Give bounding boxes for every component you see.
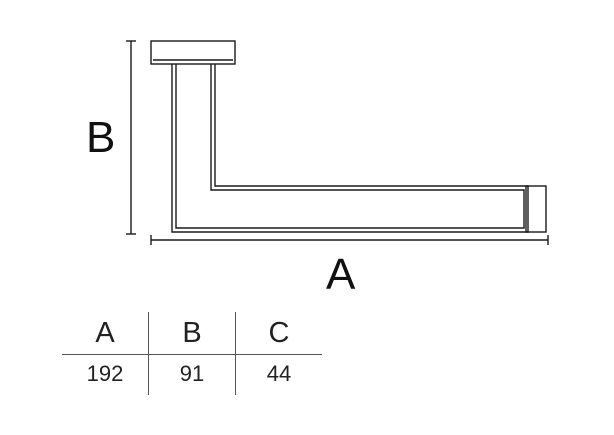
dimensions-table: A B C 192 91 44 (62, 312, 322, 395)
dimension-label-b: B (86, 113, 115, 162)
table-header-row: A B C (62, 312, 322, 355)
table-row: 192 91 44 (62, 354, 322, 395)
table-cell-a: 192 (86, 361, 124, 386)
wall-mount-plate (150, 40, 236, 65)
table-header-b: B (148, 312, 236, 355)
table-header-c: C (235, 312, 322, 355)
table-header-a: A (62, 312, 149, 355)
arm-outer-contour (171, 64, 529, 233)
end-cap (525, 185, 547, 233)
dimension-label-a: A (326, 250, 356, 299)
table-cell-c: 44 (235, 354, 322, 395)
arm-inner-contour (175, 64, 525, 229)
table-cell-b: 91 (148, 354, 236, 395)
towel-holder-diagram: B A (86, 40, 549, 299)
